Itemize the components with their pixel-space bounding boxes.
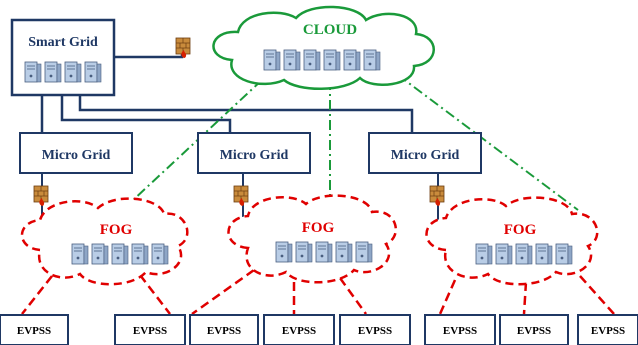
evpss-label: EVPSS bbox=[443, 325, 477, 337]
evpss-box: EVPSS bbox=[577, 314, 638, 345]
server-icon bbox=[151, 243, 169, 265]
server-icon bbox=[515, 243, 533, 265]
evpss-row: EVPSS EVPSS EVPSS EVPSS EVPSS EVPSS EVPS… bbox=[0, 314, 638, 345]
server-icon bbox=[84, 61, 102, 83]
evpss-box: EVPSS bbox=[0, 314, 69, 345]
server-icon bbox=[64, 61, 82, 83]
smart-grid-label: Smart Grid bbox=[28, 35, 98, 50]
firewall-icon bbox=[175, 37, 191, 59]
cloud-fog-links bbox=[116, 74, 579, 216]
evpss-box: EVPSS bbox=[263, 314, 335, 345]
fog-label: FOG bbox=[100, 222, 133, 238]
micro-grid-2: Micro Grid bbox=[197, 132, 311, 174]
firewall-icon bbox=[233, 185, 249, 207]
cloud-label: CLOUD bbox=[303, 22, 357, 38]
evpss-box: EVPSS bbox=[189, 314, 259, 345]
evpss-label: EVPSS bbox=[133, 325, 167, 337]
server-icon bbox=[295, 241, 313, 263]
server-icon bbox=[335, 241, 353, 263]
server-icon bbox=[131, 243, 149, 265]
server-icon bbox=[323, 49, 341, 71]
fog-outline bbox=[227, 194, 397, 284]
server-icon bbox=[91, 243, 109, 265]
fog-2: FOG bbox=[227, 194, 397, 284]
evpss-box: EVPSS bbox=[499, 314, 569, 345]
fog-3: FOG bbox=[425, 196, 599, 286]
cloud: CLOUD bbox=[212, 5, 435, 90]
evpss-label: EVPSS bbox=[17, 325, 51, 337]
server-icon bbox=[24, 61, 42, 83]
fog-label: FOG bbox=[302, 220, 335, 236]
server-icon bbox=[555, 243, 573, 265]
evpss-box: EVPSS bbox=[339, 314, 411, 345]
server-icon bbox=[363, 49, 381, 71]
evpss-label: EVPSS bbox=[358, 325, 392, 337]
fog-1: FOG bbox=[20, 197, 189, 286]
server-icon bbox=[303, 49, 321, 71]
server-icon bbox=[343, 49, 361, 71]
server-icon bbox=[275, 241, 293, 263]
server-icon bbox=[535, 243, 553, 265]
server-icon bbox=[263, 49, 281, 71]
evpss-box: EVPSS bbox=[424, 314, 496, 345]
evpss-label: EVPSS bbox=[282, 325, 316, 337]
server-icon bbox=[71, 243, 89, 265]
server-icon bbox=[355, 241, 373, 263]
fog-outline bbox=[20, 197, 189, 286]
fog-label: FOG bbox=[504, 222, 537, 238]
firewall-icon bbox=[429, 185, 445, 207]
evpss-box: EVPSS bbox=[114, 314, 186, 345]
evpss-label: EVPSS bbox=[207, 325, 241, 337]
micro-grid-label: Micro Grid bbox=[391, 148, 460, 163]
server-icon bbox=[475, 243, 493, 265]
smart-grid-box: Smart Grid bbox=[10, 18, 116, 97]
evpss-label: EVPSS bbox=[517, 325, 551, 337]
micro-grid-label: Micro Grid bbox=[220, 148, 289, 163]
server-icon bbox=[283, 49, 301, 71]
micro-grid-3: Micro Grid bbox=[368, 132, 482, 174]
micro-grid-1: Micro Grid bbox=[19, 132, 133, 174]
micro-grid-label: Micro Grid bbox=[42, 148, 111, 163]
server-icon bbox=[495, 243, 513, 265]
firewall-icon bbox=[33, 185, 49, 207]
cloud-outline bbox=[212, 5, 435, 90]
server-icon bbox=[44, 61, 62, 83]
server-icon bbox=[111, 243, 129, 265]
fog-outline bbox=[425, 196, 599, 286]
server-icon bbox=[315, 241, 333, 263]
fog-evpss-links bbox=[21, 268, 615, 316]
evpss-label: EVPSS bbox=[591, 325, 625, 337]
